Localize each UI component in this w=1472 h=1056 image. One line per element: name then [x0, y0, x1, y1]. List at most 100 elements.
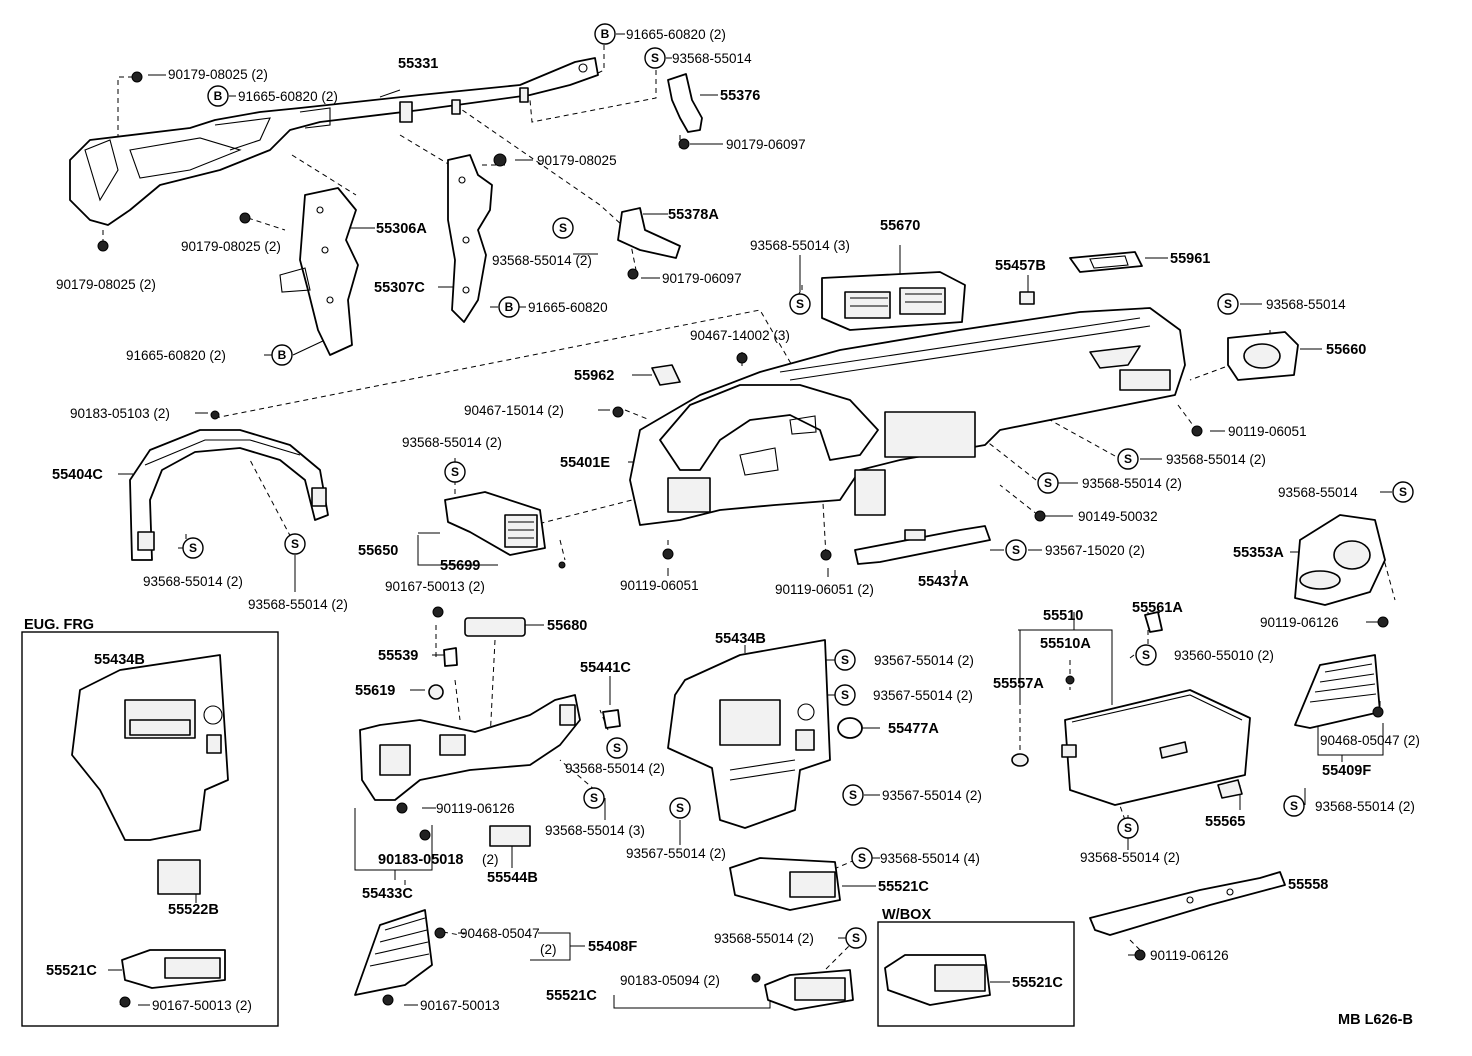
label: 90119-06051 (2): [775, 582, 874, 597]
label: (2): [540, 942, 557, 957]
svg-text:S: S: [1044, 476, 1052, 490]
label: 55477A: [888, 721, 939, 737]
part-bracket-55558: [1089, 871, 1286, 936]
label: 55510A: [1040, 636, 1091, 652]
label: 55307C: [374, 280, 425, 296]
svg-text:S: S: [1124, 821, 1132, 835]
label: 55670: [880, 218, 920, 234]
part-cover-55962: [651, 364, 681, 386]
label: 93568-55014 (2): [1315, 799, 1415, 814]
label: 90183-05094 (2): [620, 973, 720, 988]
label: 93568-55014 (2): [1166, 452, 1266, 467]
badge-s: S: [669, 797, 691, 819]
part-vent-55660: [1227, 331, 1299, 381]
part-labels: 91665-60820 (2) 93568-55014 55331 55376 …: [46, 27, 1420, 1028]
part-ashtray-55521C-center: [729, 857, 841, 911]
badge-s: S: [1005, 539, 1027, 561]
svg-text:S: S: [796, 297, 804, 311]
label: 90183-05103 (2): [70, 406, 170, 421]
label: 55522B: [168, 902, 219, 918]
label: 93560-55010 (2): [1174, 648, 1274, 663]
svg-text:S: S: [613, 741, 621, 755]
label: 55408F: [588, 939, 637, 955]
fasteners: [97, 71, 1389, 1008]
badge-s: S: [606, 737, 628, 759]
label: 90179-08025 (2): [181, 239, 281, 254]
label: 55401E: [560, 455, 610, 471]
part-instrument-panel-55401E: [629, 307, 1186, 526]
badge-s: S: [845, 927, 867, 949]
badge-s: S: [1392, 481, 1414, 503]
label: 55433C: [362, 886, 413, 902]
badge-s: S: [834, 649, 856, 671]
label: 90167-50013 (2): [152, 998, 252, 1013]
label: 93568-55014 (2): [143, 574, 243, 589]
badge-s: S: [444, 461, 466, 483]
label: 90468-05047 (2): [1320, 733, 1420, 748]
label: 55434B: [715, 631, 766, 647]
part-clip-55441C: [602, 709, 621, 729]
svg-text:S: S: [1399, 485, 1407, 499]
svg-text:S: S: [1224, 297, 1232, 311]
label: 93567-55014 (2): [626, 846, 726, 861]
part-center-cluster-55434B: [667, 639, 831, 829]
badge-b: B: [271, 344, 293, 366]
svg-text:B: B: [601, 27, 610, 41]
svg-text:S: S: [559, 221, 567, 235]
frame-title-w-box: W/BOX: [882, 907, 931, 923]
label: 93568-55014 (2): [402, 435, 502, 450]
label: 93567-55014 (2): [873, 688, 973, 703]
label: 55521C: [878, 879, 929, 895]
label: 55441C: [580, 660, 631, 676]
badge-s: S: [834, 684, 856, 706]
label: 93568-55014 (2): [248, 597, 348, 612]
label: 55961: [1170, 251, 1210, 267]
label: 90119-06051: [620, 578, 699, 593]
label: 55680: [547, 618, 587, 634]
part-panel-55409F: [1294, 654, 1381, 729]
label: 93568-55014 (4): [880, 851, 980, 866]
label: 90183-05018: [378, 852, 463, 868]
label: 90179-08025: [537, 153, 617, 168]
label: 90119-06126: [436, 801, 515, 816]
badge-s: S: [1037, 472, 1059, 494]
leader-lines: [102, 36, 1396, 1006]
badge-s: S: [1117, 817, 1139, 839]
label: 55660: [1326, 342, 1366, 358]
part-panel-55961: [1069, 251, 1143, 273]
svg-text:S: S: [849, 788, 857, 802]
badge-b: B: [594, 23, 616, 45]
label: 55510: [1043, 608, 1083, 624]
part-bracket-55376: [667, 73, 703, 133]
svg-text:S: S: [651, 51, 659, 65]
badges: B S B S B B S S S S S S S S S S S S S S …: [182, 23, 1414, 949]
label: 93568-55014 (2): [492, 253, 592, 268]
label: 55353A: [1233, 545, 1284, 561]
svg-text:S: S: [1124, 452, 1132, 466]
label: 55561A: [1132, 600, 1183, 616]
badge-s: S: [284, 533, 306, 555]
badge-s: S: [1135, 644, 1157, 666]
part-reinforcement-55331: [69, 57, 599, 226]
svg-text:S: S: [451, 465, 459, 479]
label: 93568-55014 (2): [714, 931, 814, 946]
svg-text:S: S: [590, 791, 598, 805]
badge-s: S: [851, 847, 873, 869]
label: 55565: [1205, 814, 1245, 830]
badge-s: S: [583, 787, 605, 809]
label: 55306A: [376, 221, 427, 237]
label: 90167-50013: [420, 998, 500, 1013]
part-knob-55565: [1217, 779, 1243, 799]
label: 90167-50013 (2): [385, 579, 485, 594]
label: 90119-06126: [1260, 615, 1339, 630]
label: 55331: [398, 56, 438, 72]
badge-b: B: [207, 85, 229, 107]
label: 93568-55014 (3): [545, 823, 645, 838]
label: 55544B: [487, 870, 538, 886]
label: 55558: [1288, 877, 1328, 893]
label: 55650: [358, 543, 398, 559]
frame-eug-frg: EUG. FRG: [21, 617, 279, 1027]
label: 93567-55014 (2): [874, 653, 974, 668]
part-55544B: [489, 825, 531, 847]
badge-s: S: [842, 784, 864, 806]
